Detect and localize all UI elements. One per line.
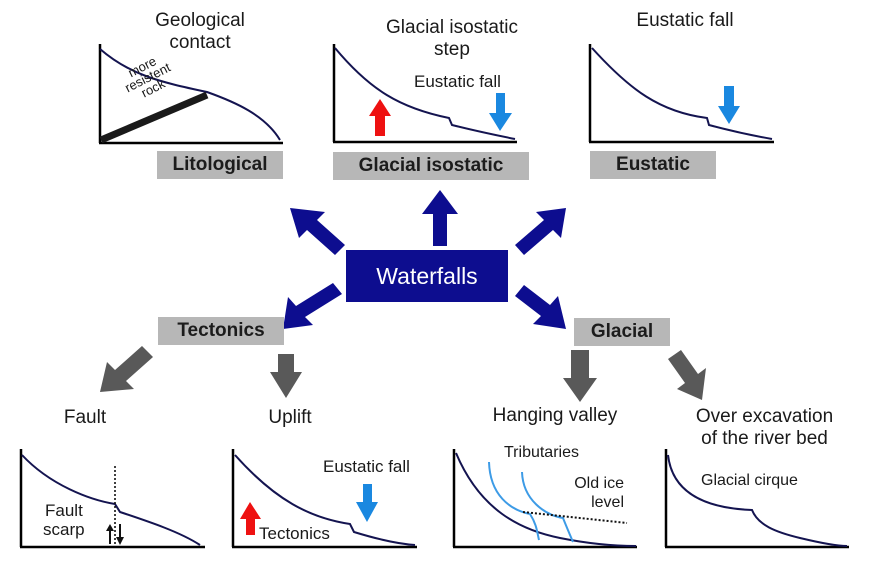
panel-geological-contact-graph bbox=[98, 44, 283, 145]
category-eustatic: Eustatic bbox=[590, 151, 716, 179]
panel-uplift-graph bbox=[231, 449, 417, 549]
river-profile bbox=[334, 47, 516, 140]
annotation-fault-scarp: Fault scarp bbox=[43, 501, 85, 539]
eustatic-fall-arrow-icon bbox=[489, 93, 512, 131]
annotation-uplift-eustatic-fall: Eustatic fall bbox=[323, 457, 410, 476]
annotation-line: scarp bbox=[43, 520, 85, 539]
title-glacial-isostatic-step: Glacial isostatic step bbox=[362, 17, 542, 61]
title-geological-contact: Geological contact bbox=[100, 10, 300, 54]
panel-over-excavation-graph bbox=[664, 449, 849, 549]
category-glacial-isostatic: Glacial isostatic bbox=[333, 152, 529, 180]
title-line: contact bbox=[169, 32, 231, 53]
annotation-eustatic-fall: Eustatic fall bbox=[414, 72, 501, 91]
annotation-line: level bbox=[591, 494, 624, 511]
old-ice-level-line bbox=[522, 511, 628, 524]
arrow-to-over-excavation-icon bbox=[668, 350, 706, 400]
title-uplift: Uplift bbox=[268, 407, 312, 428]
annotation-line: Old ice bbox=[574, 475, 624, 492]
river-profile bbox=[591, 47, 773, 140]
sub-arrows bbox=[100, 346, 706, 402]
arrow-to-fault-icon bbox=[100, 346, 153, 392]
category-litological: Litological bbox=[157, 151, 283, 179]
arrow-to-uplift-icon bbox=[270, 354, 302, 398]
panel-eustatic-graph bbox=[588, 44, 774, 144]
tributary-2 bbox=[521, 471, 574, 543]
title-line: Over excavation bbox=[695, 406, 834, 427]
river-profile bbox=[99, 48, 281, 141]
category-tectonics: Tectonics bbox=[158, 317, 284, 345]
arrow-to-hanging-valley-icon bbox=[563, 350, 597, 402]
main-arrows bbox=[283, 190, 566, 329]
title-line: Glacial isostatic bbox=[386, 17, 518, 38]
waterfalls-center-box: Waterfalls bbox=[346, 250, 508, 302]
river-profile bbox=[234, 454, 416, 546]
annotation-glacial-cirque: Glacial cirque bbox=[701, 472, 798, 489]
resistent-rock-layer bbox=[99, 91, 209, 144]
annotation-old-ice-level: Old ice level bbox=[562, 474, 624, 512]
category-glacial: Glacial bbox=[574, 318, 670, 346]
arrow-up-icon bbox=[422, 190, 458, 246]
uplift-arrow-icon bbox=[369, 99, 391, 136]
uplift-arrow-icon bbox=[240, 502, 261, 535]
fault-motion-up-icon bbox=[106, 524, 114, 544]
eustatic-fall-arrow-icon bbox=[356, 484, 378, 522]
tributary-1 bbox=[488, 461, 540, 541]
panel-hanging-valley-graph bbox=[452, 449, 637, 549]
main-valley-profile bbox=[455, 452, 637, 547]
arrow-up-right-icon bbox=[515, 208, 566, 255]
eustatic-fall-arrow-icon bbox=[718, 86, 740, 124]
arrow-up-left-icon bbox=[290, 208, 345, 255]
title-fault: Fault bbox=[63, 407, 107, 428]
title-line: Geological bbox=[155, 10, 245, 31]
title-hanging-valley: Hanging valley bbox=[492, 405, 618, 426]
river-profile bbox=[667, 454, 848, 547]
arrow-down-left-icon bbox=[283, 283, 342, 329]
annotation-line: Fault bbox=[45, 501, 83, 520]
annotation-uplift-tectonics: Tectonics bbox=[259, 524, 330, 543]
title-line: step bbox=[434, 39, 470, 60]
annotation-tributaries: Tributaries bbox=[504, 444, 579, 461]
title-eustatic-fall: Eustatic fall bbox=[636, 10, 734, 31]
fault-motion-down-icon bbox=[116, 524, 124, 545]
title-over-excavation: Over excavation of the river bed bbox=[662, 406, 867, 450]
panel-fault-graph bbox=[19, 449, 205, 549]
panel-glacial-isostatic-graph bbox=[332, 44, 517, 144]
arrow-down-right-icon bbox=[515, 285, 566, 329]
title-line: of the river bed bbox=[701, 428, 828, 449]
